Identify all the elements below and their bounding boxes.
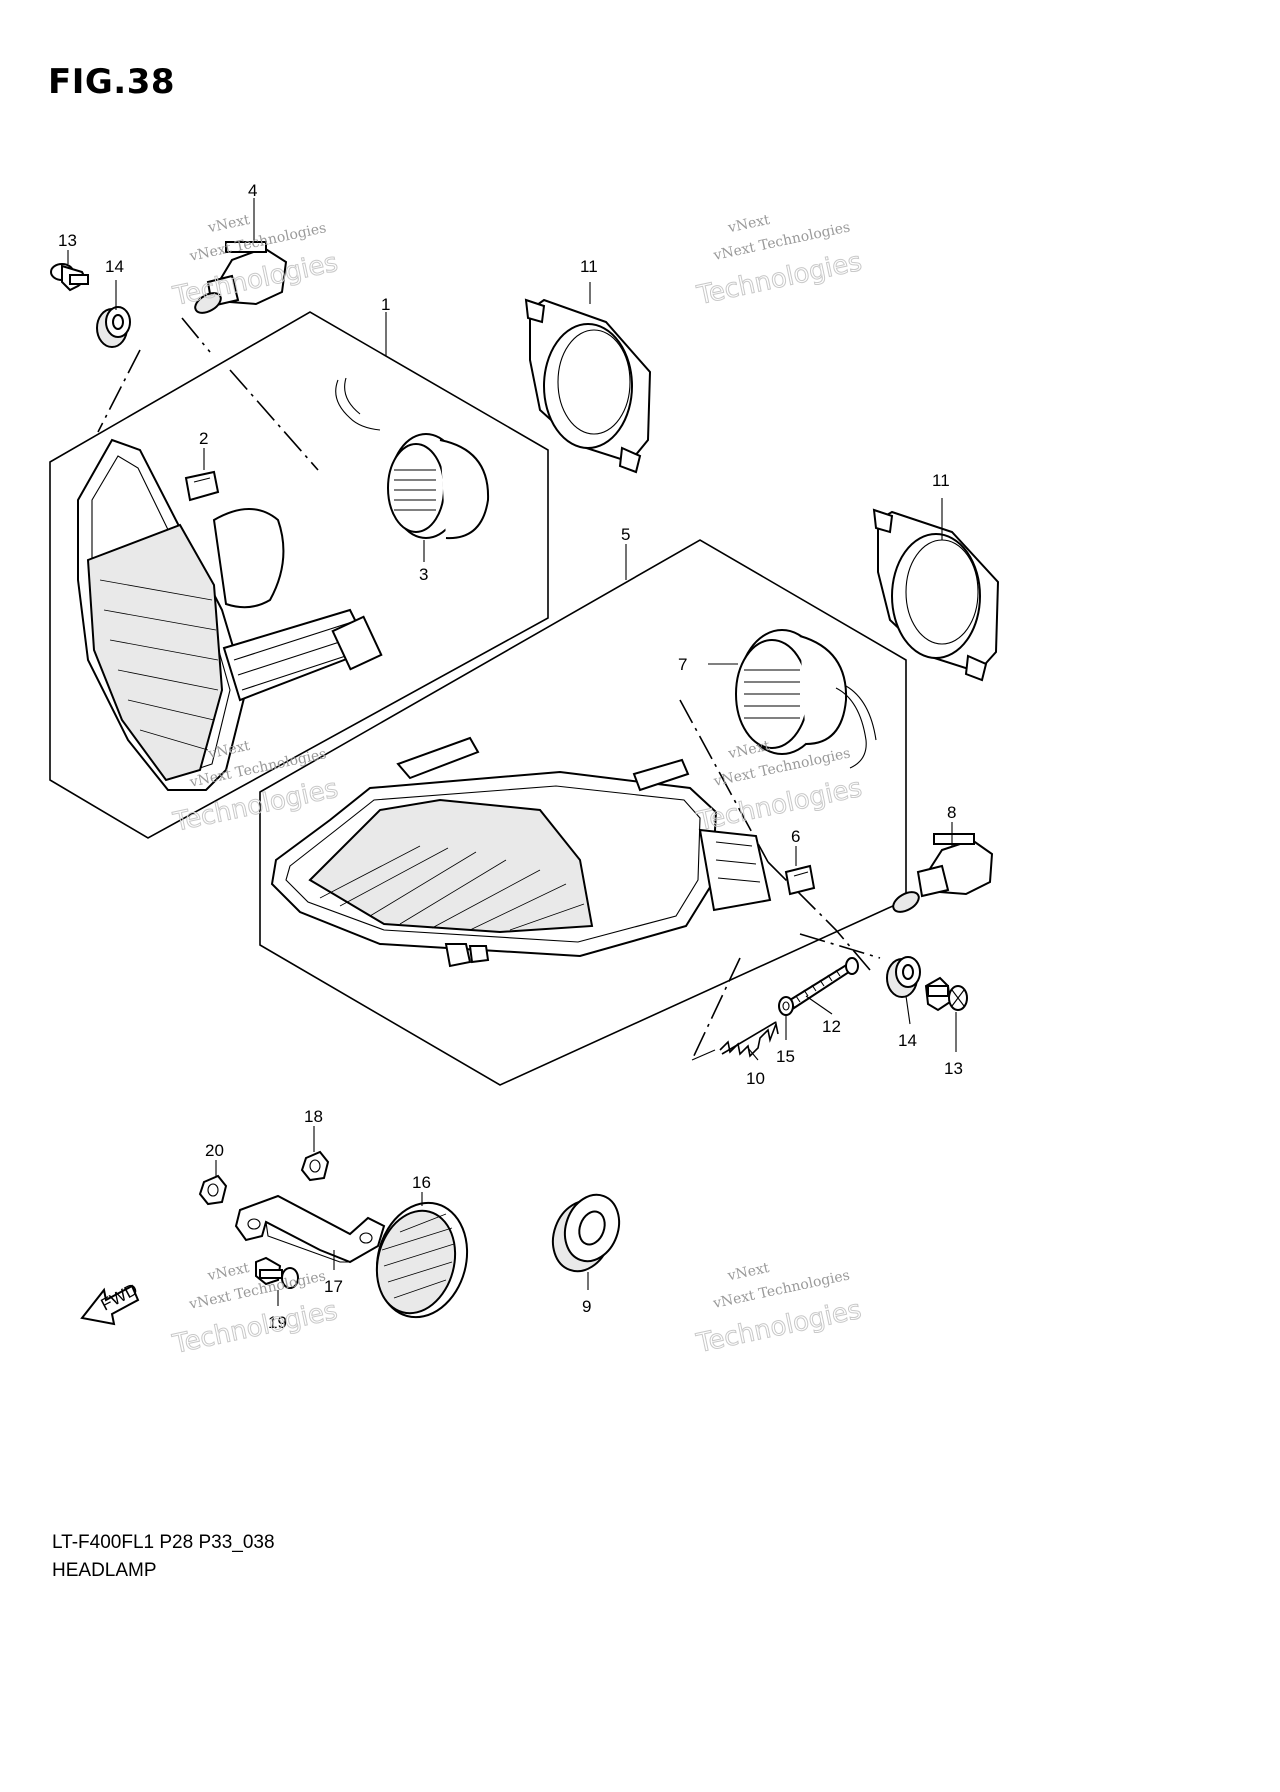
headlamp-housing-lower [270,736,772,968]
svg-text:vNext: vNext [726,738,772,763]
callout-17: 17 [324,1277,343,1296]
callout-10: 10 [746,1069,765,1088]
socket-7 [735,629,877,769]
bulb-4 [194,241,288,314]
callout-18: 18 [304,1107,323,1126]
figure-title: FIG.38 [48,62,176,102]
callout-8: 8 [947,803,956,822]
reflector-16 [375,1201,469,1319]
model-code: LT-F400FL1 P28 P33_038 [52,1532,275,1553]
fwd-arrow-icon: FWD [80,1280,141,1326]
grommet-14-upper [96,306,131,348]
callout-3: 3 [419,565,428,584]
washer-15 [778,996,794,1016]
callout-13-lower: 13 [944,1059,963,1078]
callout-13-upper: 13 [58,231,77,250]
callout-2: 2 [199,429,208,448]
guide-lines [97,317,881,1061]
socket-3 [335,377,490,540]
assembly-1-frame [49,311,549,839]
callout-numbers: 4 13 14 1 11 2 3 11 5 7 6 8 12 15 10 14 … [58,181,963,1332]
callout-15: 15 [776,1047,795,1066]
headlamp-housing-upper [77,438,383,791]
callout-9: 9 [582,1297,591,1316]
nut-18 [300,1150,330,1182]
callout-11-upper: 11 [580,257,598,276]
nut-20 [198,1174,228,1206]
callout-16: 16 [412,1173,431,1192]
callout-11-lower: 11 [932,471,950,490]
screw-13-upper [50,263,89,292]
spring-10 [719,1021,779,1058]
watermark-bottom-right: vNext vNext Technologies Technologies [693,1260,865,1360]
svg-text:vNext: vNext [725,1260,771,1285]
clip-6 [784,864,816,896]
retaining-ring-11-lower [872,508,1000,682]
bulb-8 [892,833,994,913]
callout-1: 1 [381,295,390,314]
grommet-14-lower [886,956,921,998]
retaining-ring-11-upper [524,298,652,474]
callout-leaders [67,198,957,1306]
callout-5: 5 [621,525,630,544]
svg-text:vNext: vNext [205,1260,251,1285]
grommet-9 [551,1193,621,1273]
svg-text:vNext: vNext [206,212,252,237]
watermark-bottom-left: vNext vNext Technologies Technologies [169,1260,341,1361]
callout-19: 19 [268,1313,287,1332]
watermark-top-right: vNext vNext Technologies Technologies [693,212,865,312]
callout-14-upper: 14 [105,257,124,276]
screw-13-lower [924,976,968,1012]
section-title: HEADLAMP [52,1560,157,1581]
callout-4: 4 [248,181,257,200]
callout-6: 6 [791,827,800,846]
callout-7: 7 [678,655,687,674]
adjusting-screw-12 [788,957,859,1010]
callout-14-lower: 14 [898,1031,917,1050]
callout-20: 20 [205,1141,224,1160]
screw-19 [255,1256,299,1289]
bracket-17 [234,1194,386,1264]
clip-2 [184,470,220,502]
callout-12: 12 [822,1017,841,1036]
svg-text:vNext: vNext [726,212,772,237]
